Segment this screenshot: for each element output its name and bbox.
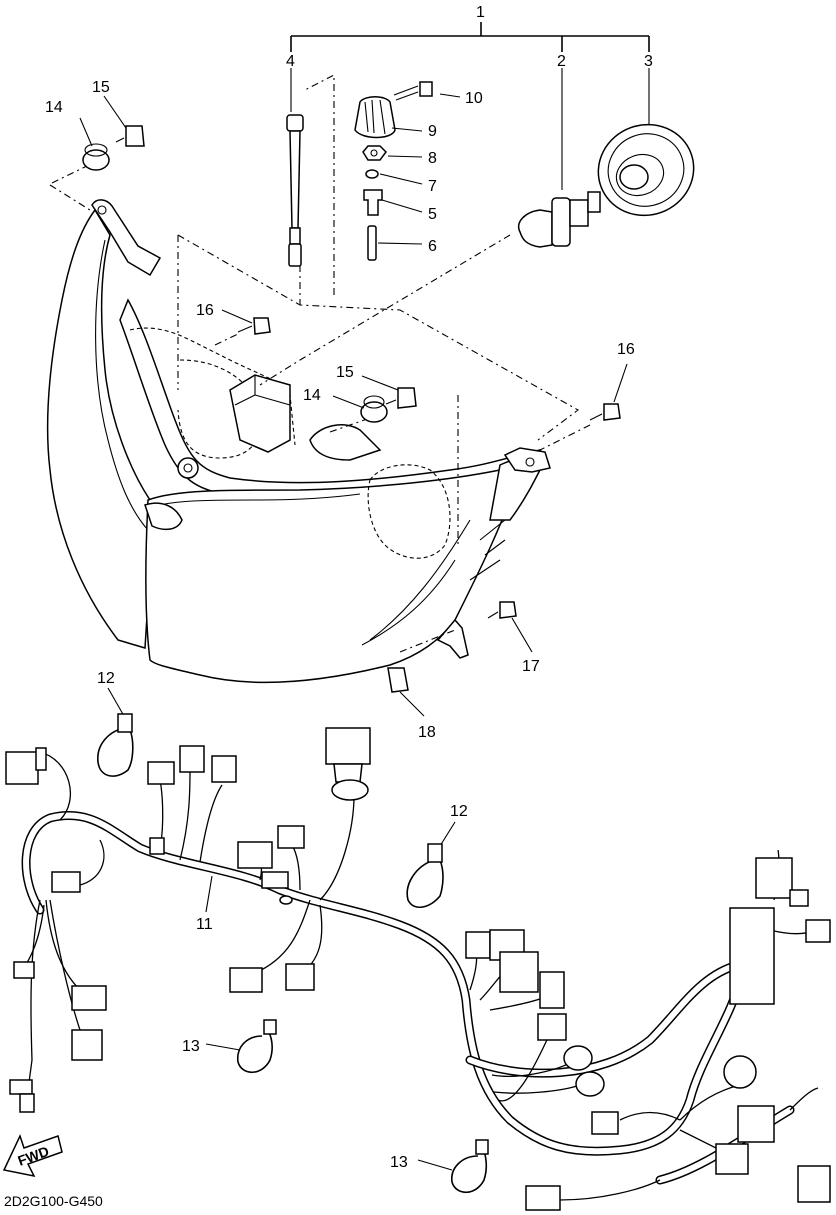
callout-7: 7: [428, 178, 437, 195]
callout-16-left: 16: [196, 302, 214, 319]
part-3-bulb-cover: [597, 123, 695, 217]
callout-18: 18: [418, 724, 436, 741]
callout-14-top: 14: [45, 99, 63, 116]
callout-12-top: 12: [97, 670, 115, 687]
callout-15-mid: 15: [336, 364, 354, 381]
part-2-headlight-bulb: [518, 191, 601, 248]
callout-13-bottom: 13: [390, 1154, 408, 1171]
leader-lines: [79, 93, 628, 1171]
callout-17: 17: [522, 658, 540, 675]
callout-5: 5: [428, 206, 437, 223]
assembly-bracket: [290, 22, 650, 190]
harness-connectors: [5, 727, 831, 1211]
callout-9: 9: [428, 123, 437, 140]
part-4-position-bulb-cable: [286, 114, 304, 267]
callout-11: 11: [196, 916, 213, 933]
callout-4: 4: [286, 53, 295, 70]
assembly-lines: [49, 74, 591, 653]
forward-direction-arrow: FWD: [2, 1133, 63, 1178]
callout-13-left: 13: [182, 1038, 200, 1055]
callout-8: 8: [428, 150, 437, 167]
part-11-wire-harness: [21, 751, 819, 1201]
callout-16-right: 16: [617, 341, 635, 358]
callout-10: 10: [465, 90, 483, 107]
callout-6: 6: [428, 238, 437, 255]
fasteners: [82, 125, 621, 693]
callout-15-top: 15: [92, 79, 110, 96]
headlight-housing: [46, 199, 551, 684]
callout-3: 3: [644, 53, 653, 70]
diagram-code: 2D2G100-G450: [4, 1193, 103, 1209]
callout-numbers: 1 2 3 4 5 6 7 8 9 10 11 12 12 13 13 14 1…: [45, 4, 653, 1171]
callout-14-mid: 14: [303, 387, 321, 404]
callout-2: 2: [557, 53, 566, 70]
parts-5-to-10-socket-stack: [354, 81, 433, 261]
wire-clamps: [97, 713, 489, 1194]
callout-12-mid: 12: [450, 803, 468, 820]
callout-1: 1: [476, 4, 485, 21]
